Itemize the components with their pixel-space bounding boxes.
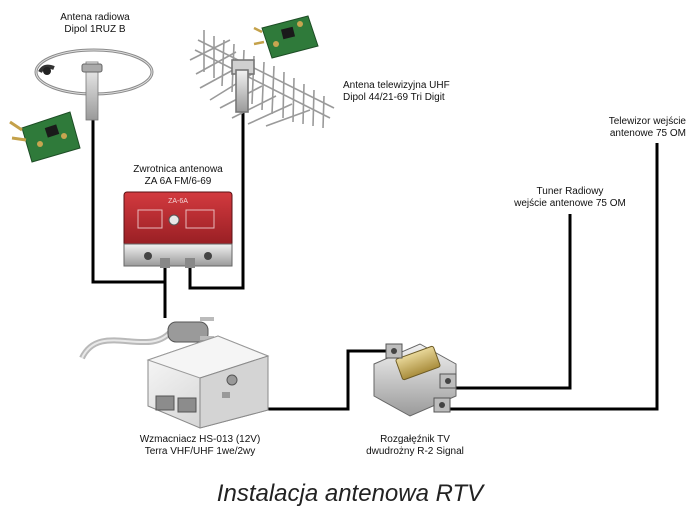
combiner-label-line2: ZA 6A FM/6-69 <box>144 176 212 187</box>
amplifier-image <box>146 335 270 429</box>
tv-label-line1: Telewizor wejście <box>608 116 686 127</box>
cable-amplifier-to-splitter <box>268 349 388 411</box>
combiner-image <box>123 191 233 268</box>
tv-label-line2: antenowe 75 OM <box>609 128 686 139</box>
tv-antenna-label-line1: Antena telewizyjna UHF <box>343 80 450 91</box>
combiner-label-line1: Zwrotnica antenowa <box>133 164 223 175</box>
radio-antenna-label-line2: Dipol 1RUZ B <box>64 24 126 35</box>
tuner-label-line2: wejście antenowe 75 OM <box>514 198 626 209</box>
tv-antenna-label-line2: Dipol 44/21-69 Tri Digit <box>343 92 445 103</box>
combiner-label: Zwrotnica antenowa ZA 6A FM/6-69 <box>114 164 242 188</box>
tuner-label: Tuner Radiowy wejście antenowe 75 OM <box>505 186 635 210</box>
tuner-label-line1: Tuner Radiowy <box>536 186 604 197</box>
radio-antenna-label: Antena radiowa Dipol 1RUZ B <box>45 12 145 36</box>
radio-antenna-pcb-image <box>9 111 81 163</box>
cable-splitter-to-tv <box>448 143 659 411</box>
amplifier-label: Wzmacniacz HS-013 (12V) Terra VHF/UHF 1w… <box>130 434 270 458</box>
amplifier-label-line2: Terra VHF/UHF 1we/2wy <box>144 446 256 457</box>
tv-antenna-image <box>189 30 335 129</box>
splitter-label-line2: dwudrożny R-2 Signal <box>366 446 464 457</box>
diagram-title: Instalacja antenowa RTV <box>216 480 484 507</box>
splitter-label: Rozgałęźnik TV dwudrożny R-2 Signal <box>360 434 470 458</box>
tv-antenna-pcb-image <box>253 15 319 59</box>
amplifier-label-line1: Wzmacniacz HS-013 (12V) <box>139 434 261 445</box>
splitter-image <box>373 343 457 417</box>
radio-antenna-image <box>34 48 154 121</box>
splitter-label-line1: Rozgałęźnik TV <box>380 434 450 445</box>
cable-tv-to-combiner <box>188 112 245 290</box>
tv-label: Telewizor wejście antenowe 75 OM <box>586 116 686 140</box>
radio-antenna-label-line1: Antena radiowa <box>60 12 130 23</box>
combiner-device-text: ZA-6A <box>168 198 188 205</box>
tv-antenna-label: Antena telewizyjna UHF Dipol 44/21-69 Tr… <box>343 80 450 104</box>
cable-splitter-to-tuner <box>453 214 572 390</box>
amplifier-power-plug-image <box>79 317 214 360</box>
